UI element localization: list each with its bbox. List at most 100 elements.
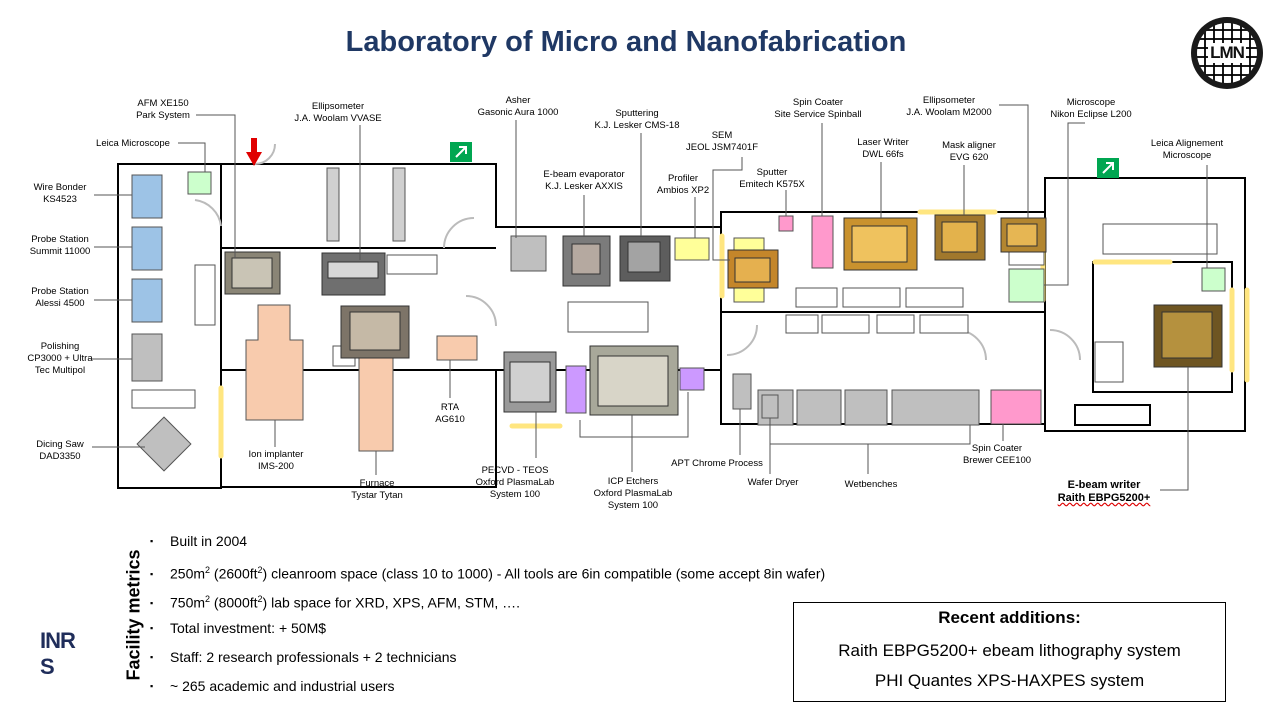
label-line: Microscope [1066, 97, 1116, 108]
label-line: Tystar Tytan [351, 490, 403, 501]
wetbench-2 [844, 389, 888, 426]
label-line: Alessi 4500 [35, 298, 85, 309]
facility-metrics-list: Built in 2004 250m2 (2600ft2) cleanroom … [150, 532, 825, 706]
label-line: Asher [505, 95, 531, 106]
label-line: Spin Coater [792, 97, 844, 108]
label-line: CP3000 + Ultra [27, 353, 93, 364]
label-line: RTA [440, 402, 460, 413]
label-line: Wetbenches [844, 479, 898, 490]
wafer-dryer-tool [761, 394, 779, 419]
label-line: Dicing Saw [36, 439, 84, 450]
label-line: Ambios XP2 [656, 185, 710, 196]
apt-label: APT Chrome Process [671, 458, 763, 470]
wafer-dryer-label: Wafer Dryer [748, 477, 799, 489]
label-line: Park System [136, 110, 190, 121]
entry-arrow-icon [246, 138, 262, 166]
label-line: System 100 [489, 489, 541, 500]
label-line: AFM XE150 [137, 98, 189, 109]
polishing-tool [131, 333, 163, 382]
facility-metrics-heading: Facility metrics [123, 549, 144, 681]
label-line: Profiler [667, 173, 699, 184]
probe-alessi-tool [131, 278, 163, 323]
metric-item: Staff: 2 research professionals + 2 tech… [150, 648, 825, 677]
spinball-tool [811, 215, 834, 269]
label-line: Ellipsometer [311, 101, 365, 112]
label-line: ICP Etchers [607, 476, 659, 487]
metric-item: Built in 2004 [150, 532, 825, 561]
label-line: SEM [711, 130, 733, 141]
label-line: J.A. Woolam M2000 [906, 107, 992, 118]
label-line: DWL 66fs [862, 149, 904, 160]
label-line: Spin Coater [971, 443, 1023, 454]
microscope-nikon-tool [1008, 268, 1045, 303]
wall-left-room [117, 163, 222, 489]
floor-plan [92, 104, 1250, 491]
label-line: JEOL JSM7401F [686, 142, 758, 153]
label-line: Ellipsometer [922, 95, 976, 106]
label-line: IMS-200 [258, 461, 294, 472]
asher-tool [510, 235, 547, 272]
leica-microscope-tool [187, 171, 212, 195]
recent-additions-heading: Recent additions: [938, 608, 1081, 627]
label-line: Microscope [1162, 150, 1212, 161]
label-line: K.J. Lesker AXXIS [545, 181, 623, 192]
label-line: Gasonic Aura 1000 [477, 107, 559, 118]
rta-tool [436, 335, 478, 361]
label-line: Sputtering [615, 108, 659, 119]
label-line: Probe Station [31, 286, 89, 297]
label-line: Furnace [359, 478, 395, 489]
label-line: Oxford PlasmaLab [593, 488, 673, 499]
wire-bonder-tool [131, 174, 163, 219]
metric-item: ~ 265 academic and industrial users [150, 677, 825, 706]
label-line: K.J. Lesker CMS-18 [594, 120, 680, 131]
metric-item: 250m2 (2600ft2) cleanroom space (class 1… [150, 561, 825, 590]
recent-item: Raith EBPG5200+ ebeam lithography system [838, 641, 1181, 660]
label-line: DAD3350 [39, 451, 81, 462]
sputter-emitech-tool [778, 215, 794, 232]
label-line: Mask aligner [942, 140, 996, 151]
label-line: J.A. Woolam VVASE [294, 113, 382, 124]
leica-alignement-tool [1201, 267, 1226, 292]
label-line: Brewer CEE100 [962, 455, 1032, 466]
lmn-logo: LMN [1191, 17, 1263, 89]
label-line: Laser Writer [857, 137, 909, 148]
dicing-saw-tool [136, 416, 192, 472]
wetbenches-label: Wetbenches [845, 479, 898, 491]
furnace-tool [358, 357, 394, 452]
profiler-tool [674, 237, 710, 261]
label-line: Sputter [756, 167, 788, 178]
brewer-spin-coater-tool [990, 389, 1042, 425]
metric-item: Total investment: + 50M$ [150, 619, 825, 648]
apt-tool [732, 373, 752, 410]
ion-implanter-tool [245, 304, 304, 421]
label-line: Probe Station [31, 234, 89, 245]
label-line: Tec Multipol [34, 365, 86, 376]
icp-tool [679, 367, 705, 391]
label-line: Raith EBPG5200+ [1057, 492, 1151, 504]
pecvd-tool [565, 365, 587, 414]
label-line: Nikon Eclipse L200 [1050, 109, 1132, 120]
recent-item: PHI Quantes XPS-HAXPES system [874, 671, 1145, 690]
probe-summit-tool [131, 226, 163, 271]
label-line: Leica Alignement [1150, 138, 1224, 149]
exit-sign-icons [450, 142, 1119, 178]
